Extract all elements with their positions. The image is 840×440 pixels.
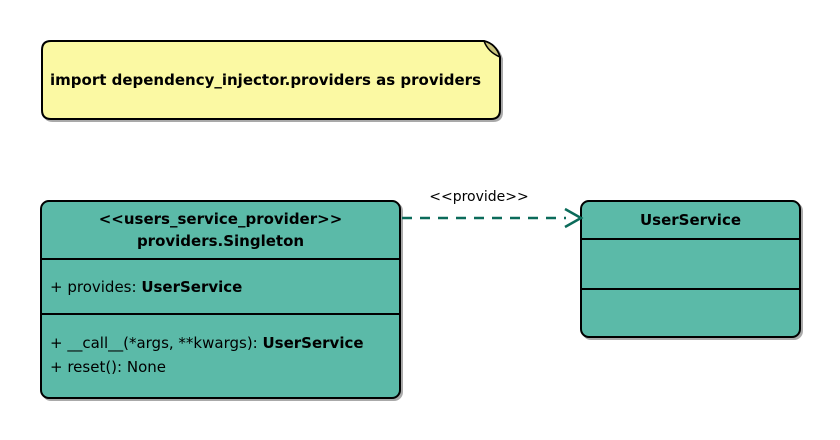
attribute-type: UserService (141, 277, 243, 296)
class-name: providers.Singleton (136, 232, 305, 250)
note-fold-icon (482, 40, 502, 59)
class-header: UserService (582, 202, 799, 238)
attribute-row: + provides: UserService (50, 278, 242, 296)
dependency-arrow-label: <<provide>> (429, 189, 529, 205)
class-attributes: + provides: UserService (42, 258, 399, 313)
method-row: + reset(): None (50, 355, 391, 379)
class-methods-empty (582, 288, 799, 336)
method-type: UserService (262, 334, 364, 352)
method-text: + reset(): None (50, 358, 166, 376)
class-methods: + __call__(*args, **kwargs): UserService… (42, 313, 399, 399)
class-header: <<users_service_provider>> providers.Sin… (42, 202, 399, 258)
method-row: + __call__(*args, **kwargs): UserService (50, 331, 391, 355)
class-box-userservice: UserService (580, 200, 801, 338)
note-shape (41, 40, 502, 120)
class-attributes-empty (582, 238, 799, 288)
method-text: + __call__(*args, **kwargs): (50, 334, 263, 352)
note-text: import dependency_injector.providers as … (50, 71, 482, 89)
attribute-text: + provides: (50, 277, 142, 296)
note-import-statement: import dependency_injector.providers as … (40, 40, 506, 126)
dependency-arrow (402, 207, 584, 229)
class-stereotype: <<users_service_provider>> (98, 210, 343, 228)
class-name: UserService (639, 211, 742, 229)
class-box-providers-singleton: <<users_service_provider>> providers.Sin… (40, 200, 401, 399)
arrowhead-icon (564, 207, 584, 229)
